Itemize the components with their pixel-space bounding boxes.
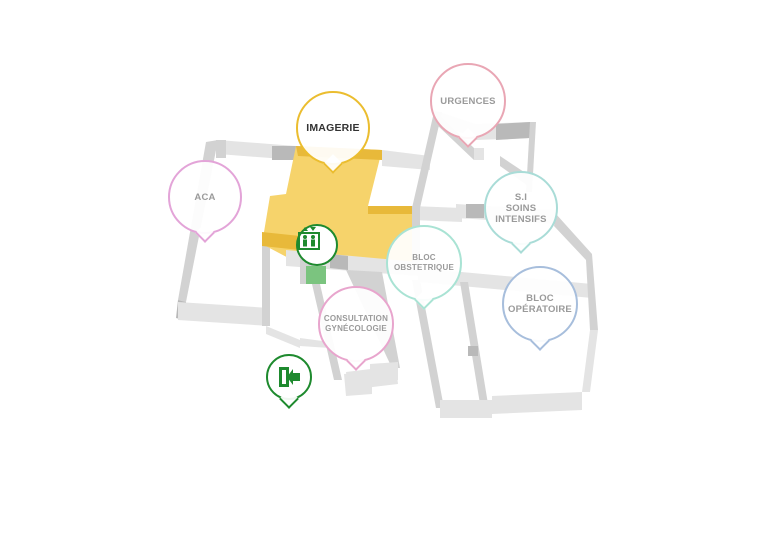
label-soins-intensifs[interactable]: S.I SOINS INTENSIFS: [484, 171, 558, 245]
label-aca[interactable]: ACA: [168, 160, 242, 234]
entrance-pin[interactable]: [266, 354, 312, 400]
label-consultation-gynecologie-text: CONSULTATION GYNÉCOLOGIE: [323, 314, 389, 333]
label-bloc-operatoire[interactable]: BLOC OPÉRATOIRE: [502, 266, 578, 342]
elevator-glyph: [298, 227, 320, 250]
label-bloc-operatoire-text: BLOC OPÉRATOIRE: [508, 293, 572, 315]
label-bloc-obstetrique[interactable]: BLOC OBSTETRIQUE: [386, 225, 462, 301]
label-soins-intensifs-text: S.I SOINS INTENSIFS: [495, 191, 547, 225]
label-bloc-obstetrique-text: BLOC OBSTETRIQUE: [394, 253, 454, 272]
label-imagerie-text: IMAGERIE: [306, 121, 360, 134]
label-urgences[interactable]: URGENCES: [430, 63, 506, 139]
elevator-door-marker: [306, 266, 326, 284]
elevator-icon[interactable]: [296, 224, 338, 266]
label-imagerie[interactable]: IMAGERIE: [296, 91, 370, 165]
label-aca-text: ACA: [194, 191, 216, 203]
entrance-exit-icon: [279, 367, 300, 387]
label-urgences-text: URGENCES: [440, 95, 496, 107]
label-consultation-gynecologie[interactable]: CONSULTATION GYNÉCOLOGIE: [318, 286, 394, 362]
